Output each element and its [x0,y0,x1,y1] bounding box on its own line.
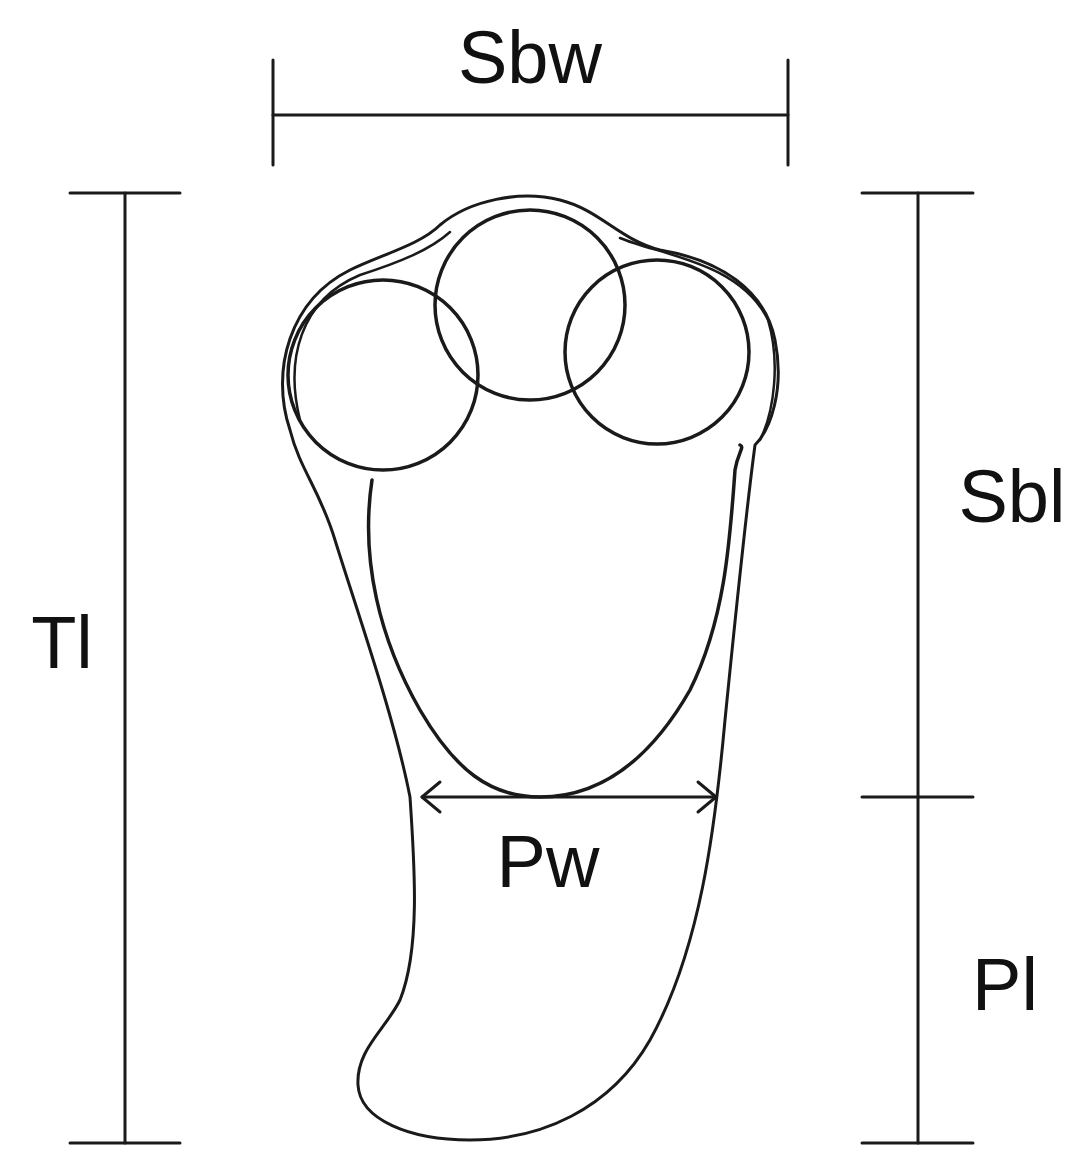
dimension-label: Tl [31,606,93,680]
dimension-label: Pl [972,948,1038,1022]
dimension-label: Sbw [458,21,602,95]
dimension-label: Sbl [959,460,1066,534]
dimension-label: Pw [497,825,600,899]
